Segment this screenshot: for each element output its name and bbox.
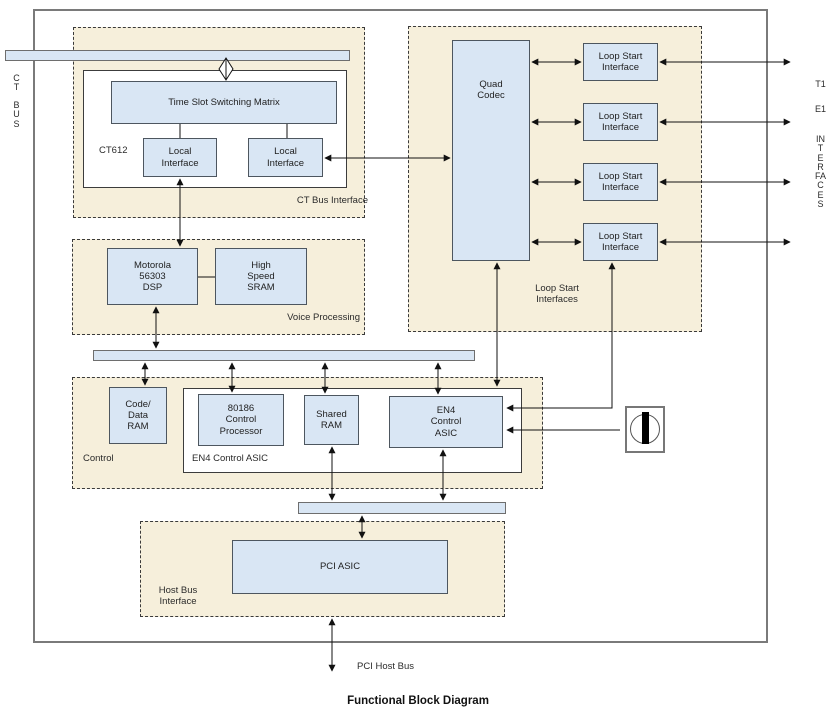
pci-host-bus-label: PCI Host Bus [357, 661, 415, 672]
loop-start-interface-block-1: Loop Start Interface [583, 43, 658, 81]
block-label: EN4 Control ASIC [430, 405, 462, 439]
block-label: PCI ASIC [319, 561, 361, 573]
shared-ram-block: Shared RAM [304, 395, 359, 445]
block-label: Local Interface [267, 146, 304, 169]
diagram-title: Functional Block Diagram [347, 695, 489, 707]
block-label: Loop Start Interface [598, 170, 643, 193]
loop-start-interface-block-4: Loop Start Interface [583, 223, 658, 261]
loop-start-interfaces-group-label: Loop Start Interfaces [535, 283, 579, 305]
block-label: Loop Start Interface [598, 230, 643, 253]
loop-start-interface-block-3: Loop Start Interface [583, 163, 658, 201]
interfaces-right-label: INTERFACES [815, 134, 827, 209]
high-speed-sram-block: High Speed SRAM [215, 248, 307, 305]
block-label: Code/ Data RAM [125, 398, 151, 433]
loop-start-interface-block-2: Loop Start Interface [583, 103, 658, 141]
ct-bus-left-label-ct: CT [13, 73, 20, 93]
ct-bus-bar [5, 50, 350, 61]
control-group-label: Control [83, 453, 114, 464]
block-label: Time Slot Switching Matrix [168, 96, 280, 108]
local-interface-right-block: Local Interface [248, 138, 323, 177]
en4-control-asic-block: EN4 Control ASIC [389, 396, 503, 448]
code-data-ram-block: Code/ Data RAM [109, 387, 167, 444]
block-label: 80186 Control Processor [219, 403, 263, 437]
ct612-chip-label: CT612 [99, 145, 128, 156]
host-bus-bar [298, 502, 506, 514]
time-slot-switching-matrix-block: Time Slot Switching Matrix [111, 81, 337, 124]
block-label: High Speed SRAM [247, 259, 275, 294]
block-label: Shared RAM [316, 408, 347, 431]
ct-bus-left-label-bus: BUS [13, 100, 20, 129]
motorola-dsp-block: Motorola 56303 DSP [107, 248, 198, 305]
block-label: Motorola 56303 DSP [134, 259, 171, 294]
block-label: Quad Codec [477, 79, 505, 102]
block-label: Local Interface [161, 146, 199, 169]
block-label: Loop Start Interface [598, 110, 643, 133]
local-bus-bar [93, 350, 475, 361]
80186-control-processor-block: 80186 Control Processor [198, 394, 284, 446]
voice-processing-group-label: Voice Processing [287, 312, 360, 323]
e1-right-label: E1 [815, 104, 827, 114]
block-label: Loop Start Interface [598, 50, 643, 73]
en4-control-asic-group-label: EN4 Control ASIC [192, 453, 269, 464]
ct-bus-interface-group-label: CT Bus Interface [296, 195, 368, 206]
host-bus-interface-group-label: Host Bus Interface [158, 585, 198, 607]
t1-right-label: T1 [815, 79, 826, 89]
local-interface-left-block: Local Interface [143, 138, 217, 177]
pci-asic-block: PCI ASIC [232, 540, 448, 594]
quad-codec-block: Quad Codec [452, 40, 530, 261]
